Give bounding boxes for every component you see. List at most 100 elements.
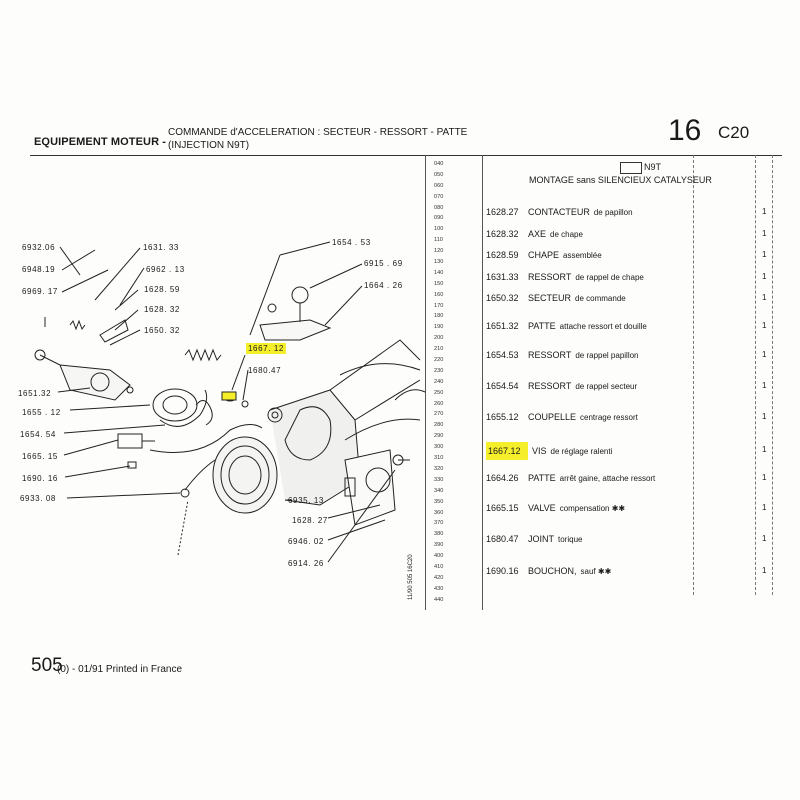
ruler-line-number: 310	[434, 455, 444, 462]
part-ref: 1654.53	[486, 350, 519, 360]
parts-title: MONTAGE sans SILENCIEUX CATALYSEUR	[529, 175, 712, 185]
ruler-line-number: 360	[434, 509, 444, 516]
part-ref: 1650.32	[486, 293, 519, 303]
part-name: PATTE	[528, 473, 556, 483]
callout-6914-26: 6914. 26	[288, 559, 324, 568]
part-ref: 1664.26	[486, 473, 519, 483]
subtitle-line-1: COMMANDE d'ACCELERATION : SECTEUR - RESS…	[168, 127, 468, 138]
part-desc: centrage ressort	[580, 413, 638, 422]
part-desc: de papillon	[593, 208, 633, 217]
part-qty: 1	[762, 412, 767, 421]
divider-ruler	[482, 155, 483, 610]
ruler-line-number: 430	[434, 585, 444, 592]
callout-1680-47: 1680.47	[248, 366, 282, 375]
divider-diagram	[425, 155, 426, 610]
ruler-line-number: 080	[434, 204, 444, 211]
ruler-line-number: 290	[434, 433, 444, 440]
callout-6935-13: 6935. 13	[288, 496, 324, 505]
callout-6969-17: 6969. 17	[22, 287, 58, 296]
callout-1631-33: 1631. 33	[143, 243, 179, 252]
ruler-line-number: 230	[434, 367, 444, 374]
ruler-line-number: 390	[434, 542, 444, 549]
callout-1667-12-highlight: 1667. 12	[246, 343, 286, 354]
part-desc: compensation ✱✱	[559, 504, 626, 513]
part-ref: 1651.32	[486, 321, 519, 331]
part-ref: 1654.54	[486, 381, 519, 391]
exploded-diagram	[34, 241, 426, 563]
part-name: CONTACTEUR	[528, 207, 590, 217]
part-ref: 1690.16	[486, 566, 519, 576]
ruler-line-number: 260	[434, 400, 444, 407]
section-title: EQUIPEMENT MOTEUR -	[34, 136, 167, 148]
part-qty: 1	[762, 250, 767, 259]
ruler-line-number: 280	[434, 422, 444, 429]
ruler-line-number: 210	[434, 346, 444, 353]
ruler-line-number: 220	[434, 357, 444, 364]
ruler-line-number: 110	[434, 237, 443, 244]
parts-code: N9T	[644, 162, 662, 172]
part-qty: 1	[762, 534, 767, 543]
part-desc: assemblée	[563, 251, 602, 260]
ruler-line-number: 040	[434, 161, 444, 167]
callout-6962-13: 6962 . 13	[146, 265, 185, 274]
part-ref: 1667.12	[486, 442, 528, 460]
part-desc: de réglage ralenti	[550, 447, 613, 456]
part-ref: 1655.12	[486, 412, 519, 422]
ruler-line-number: 140	[434, 269, 444, 276]
throttle-body-bore	[212, 436, 278, 514]
ruler-line-number: 410	[434, 563, 444, 570]
part-desc: de chape	[550, 230, 583, 239]
part-desc: attache ressort et douille	[559, 322, 647, 331]
part-qty: 1	[762, 445, 767, 454]
part-qty: 1	[762, 350, 767, 359]
ruler-line-number: 200	[434, 335, 444, 342]
callout-1667-12: 1667. 12	[246, 343, 286, 354]
callout-1655-12: 1655 . 12	[22, 408, 61, 417]
ruler-line-number: 130	[434, 259, 444, 266]
ruler-line-number: 070	[434, 193, 444, 200]
ruler-line-number: 400	[434, 553, 444, 560]
part-ref: 1628.32	[486, 229, 519, 239]
part-ref: 1628.27	[486, 207, 519, 217]
callout-1665-15: 1665. 15	[22, 452, 58, 461]
part-desc: de rappel papillon	[575, 351, 639, 360]
callout-1690-16: 1690. 16	[22, 474, 58, 483]
ruler-line-number: 100	[434, 226, 444, 233]
section-code: C20	[718, 123, 750, 142]
callout-1628-27: 1628. 27	[292, 516, 328, 525]
callout-1654-54: 1654. 54	[20, 430, 56, 439]
callout-6932-06: 6932.06	[22, 243, 56, 252]
part-name: RESSORT	[528, 272, 572, 282]
callout-1650-32: 1650. 32	[144, 326, 180, 335]
ruler-line-number: 370	[434, 520, 444, 527]
part-name: SECTEUR	[528, 293, 572, 303]
callout-6946-02: 6946. 02	[288, 537, 324, 546]
part-name: PATTE	[528, 321, 556, 331]
idle-screw-highlight	[221, 391, 237, 401]
part-ref: 1628.59	[486, 250, 519, 260]
part-name: VIS	[532, 446, 547, 456]
ruler-line-number: 270	[434, 411, 444, 418]
part-name: AXE	[528, 229, 547, 239]
ruler-line-number: 160	[434, 291, 444, 298]
part-qty: 1	[762, 229, 767, 238]
divider-dotted-3	[772, 155, 773, 595]
part-ref: 1631.33	[486, 272, 519, 282]
part-name: JOINT	[528, 534, 554, 544]
part-desc: de rappel de chape	[575, 273, 644, 282]
